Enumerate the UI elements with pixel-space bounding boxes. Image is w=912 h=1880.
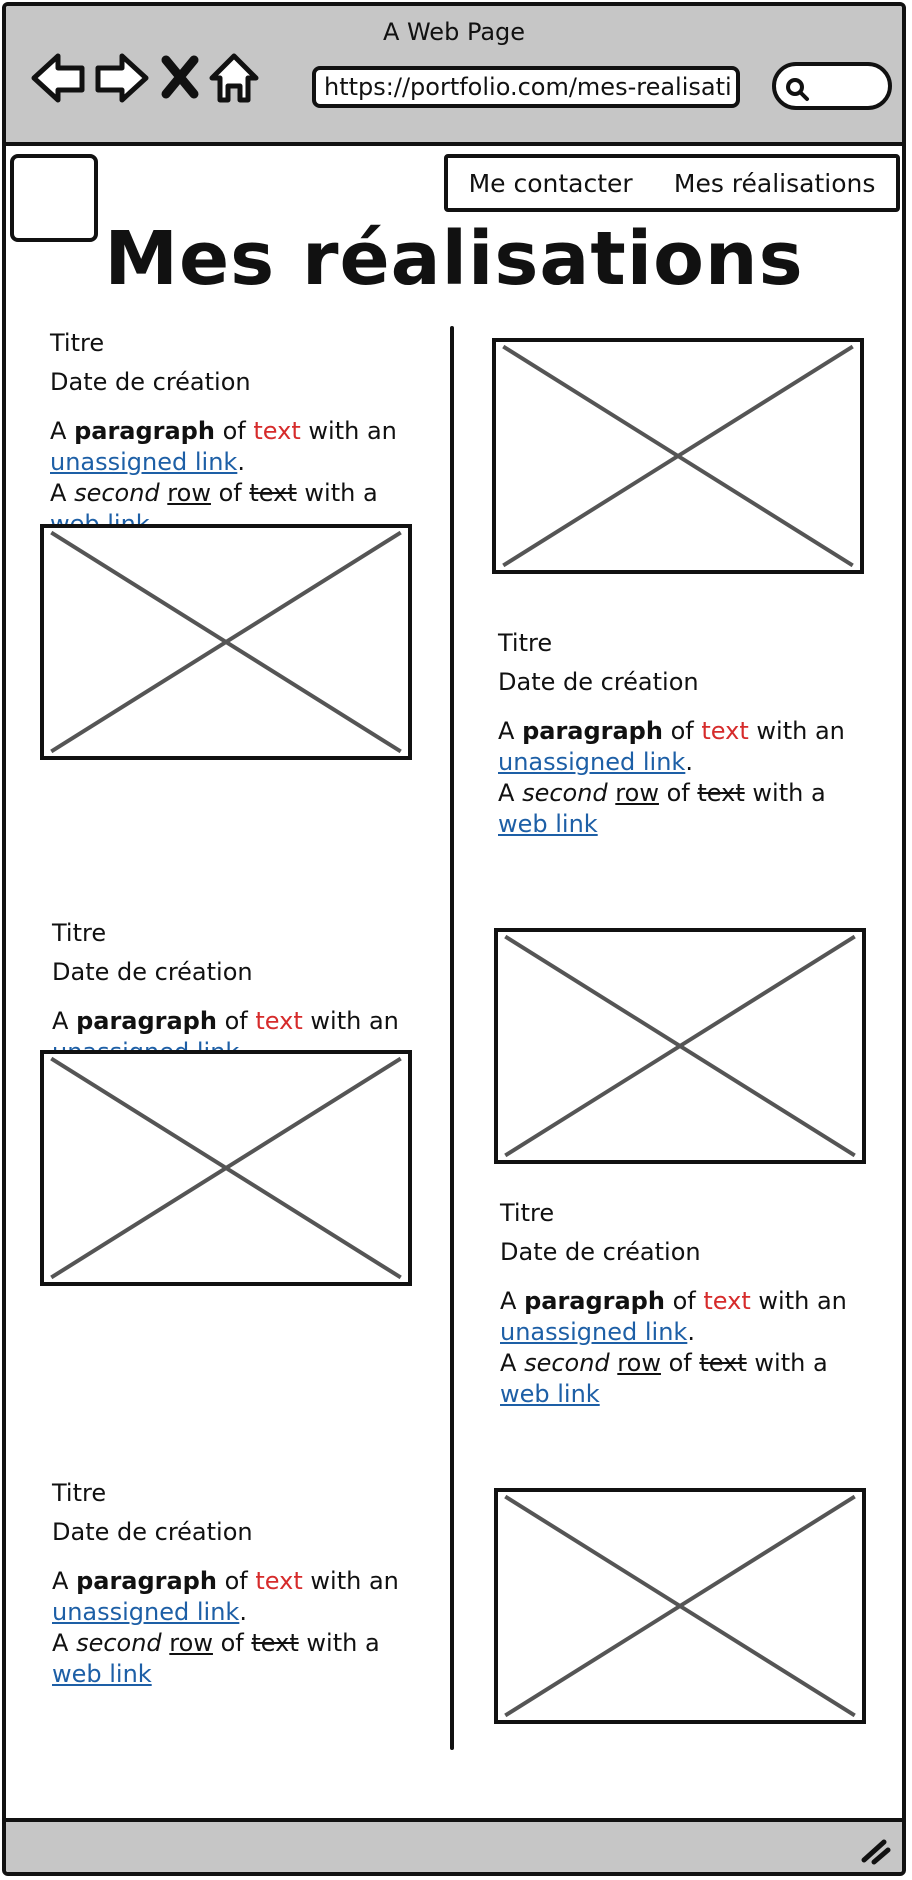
unassigned-link[interactable]: unassigned link [500, 1318, 688, 1346]
project-card: Titre Date de création A paragraph of te… [52, 1478, 399, 1690]
arrow-right-icon [95, 53, 149, 103]
home-icon [209, 53, 259, 103]
home-button[interactable] [206, 50, 262, 106]
page-title: Mes réalisations [104, 216, 804, 302]
window-title: A Web Page [382, 18, 526, 46]
unassigned-link[interactable]: unassigned link [498, 748, 686, 776]
address-bar[interactable]: https://portfolio.com/mes-realisati [312, 66, 740, 108]
image-placeholder [40, 524, 412, 760]
logo-placeholder [10, 154, 98, 242]
unassigned-link[interactable]: unassigned link [50, 448, 238, 476]
forward-button[interactable] [90, 50, 152, 106]
back-button[interactable] [28, 50, 90, 106]
nav-link-contact[interactable]: Me contacter [468, 168, 633, 198]
card-date: Date de création [50, 368, 251, 396]
card-title: Titre [50, 329, 105, 357]
card-date: Date de création [52, 958, 253, 986]
card-date: Date de création [52, 1518, 253, 1546]
project-card: Titre Date de création A paragraph of te… [500, 1198, 847, 1410]
close-x-icon [161, 55, 199, 99]
image-placeholder-icon [496, 342, 860, 570]
column-divider [450, 326, 454, 1750]
image-placeholder [494, 1488, 866, 1724]
image-placeholder-icon [44, 528, 408, 756]
stop-button[interactable] [156, 50, 204, 106]
card-date: Date de création [500, 1238, 701, 1266]
status-bar [6, 1818, 902, 1872]
image-placeholder [492, 338, 864, 574]
unassigned-link[interactable]: unassigned link [52, 1598, 240, 1626]
image-placeholder-icon [498, 932, 862, 1160]
page-content: Me contacter Mes réalisations Mes réalis… [6, 150, 902, 1826]
card-date: Date de création [498, 668, 699, 696]
project-card: Titre Date de création A paragraph of te… [50, 328, 397, 540]
web-link[interactable]: web link [52, 1660, 152, 1688]
search-icon [786, 78, 809, 101]
image-placeholder-icon [498, 1492, 862, 1720]
project-card: Titre Date de création A paragraph of te… [498, 628, 845, 840]
browser-chrome: A Web Page https://portfolio.com/mes-rea… [6, 6, 902, 146]
image-placeholder-icon [44, 1054, 408, 1282]
card-title: Titre [498, 629, 553, 657]
top-navigation: Me contacter Mes réalisations [444, 154, 900, 212]
image-placeholder [40, 1050, 412, 1286]
card-title: Titre [52, 1479, 107, 1507]
web-link[interactable]: web link [498, 810, 598, 838]
image-placeholder [494, 928, 866, 1164]
web-link[interactable]: web link [500, 1380, 600, 1408]
card-title: Titre [52, 919, 107, 947]
arrow-left-icon [31, 53, 85, 103]
search-box[interactable] [772, 62, 892, 110]
resize-grip-icon[interactable] [854, 1830, 894, 1866]
nav-link-realisations[interactable]: Mes réalisations [673, 168, 876, 198]
card-title: Titre [500, 1199, 555, 1227]
